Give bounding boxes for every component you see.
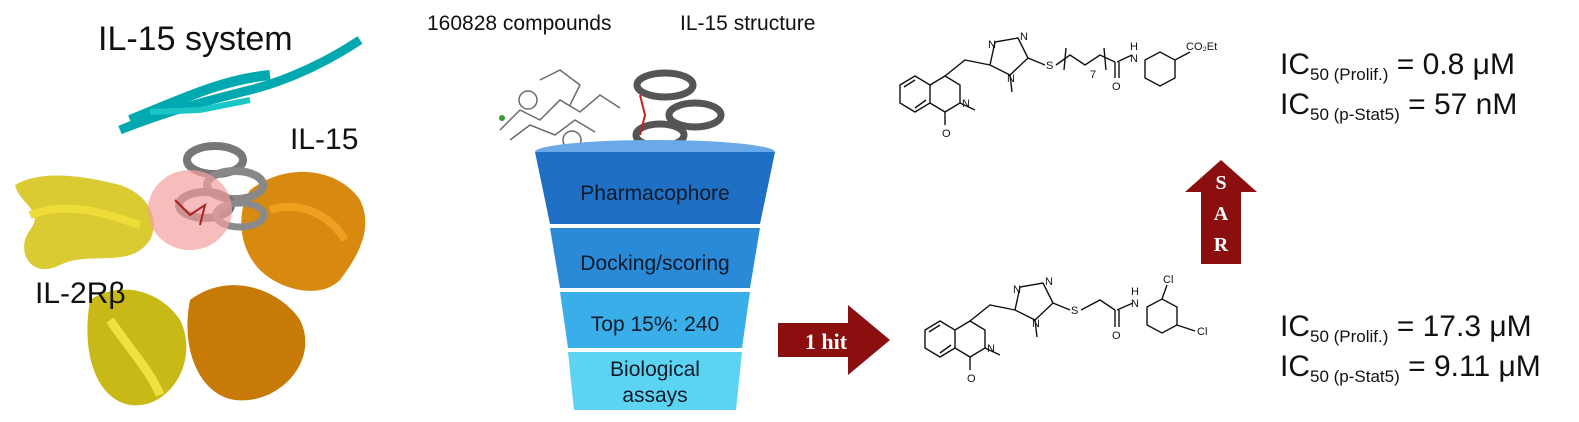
atom-n: N [1020,31,1028,43]
atom-n: N [987,343,995,355]
optimized-ic50-prolif: IC50 (Prolif.) = 0.8 μM [1280,48,1515,84]
hit-label: 1 hit [805,329,848,354]
compounds-label: 160828 compounds [427,12,612,35]
atom-n: N [1007,73,1015,85]
atom-o: O [1112,330,1121,342]
atom-n: N [1013,284,1021,296]
atom-n: N [962,98,970,110]
funnel-stage-assays [568,352,742,410]
ic-value: = 57 nM [1408,88,1518,121]
atom-n: N [988,39,996,51]
il15-label: IL-15 [290,123,359,156]
atom-h: H [1131,286,1139,298]
atom-o: O [942,128,951,140]
optimized-ic50-pstat: IC50 (p-Stat5) = 57 nM [1280,88,1518,124]
sar-arrow: S A R [1185,160,1257,264]
protein-system-title: IL-15 system [98,20,293,58]
funnel-stage-pharmacophore [535,152,775,224]
hit-compound-structure: O N N N N S O H N Cl Cl [924,274,1207,385]
sar-letter-r: R [1214,234,1229,256]
stage-label-assays-1: Biological [610,358,700,381]
chain-count: 7 [1090,69,1096,81]
atom-n: N [1032,318,1040,330]
optimized-compound-structure: O N N N N S 7 O H N CO₂Et [899,31,1217,140]
atom-h: H [1130,41,1138,53]
atom-n: N [1131,298,1139,310]
screening-funnel: Pharmacophore Docking/scoring Top 15%: 2… [535,140,775,410]
structure-label: IL-15 structure [680,12,816,35]
atom-n: N [1045,276,1053,288]
hit-arrow: 1 hit [778,305,890,375]
atom-s: S [1071,305,1078,317]
hit-substituent-cl-1: Cl [1163,274,1173,286]
funnel-stage-top [560,292,750,348]
ic-value: = 17.3 μM [1396,310,1532,343]
ic-prefix: IC [1280,350,1310,383]
sar-letter-a: A [1214,203,1229,225]
ic-prefix: IC [1280,88,1310,121]
ic-prefix: IC [1280,48,1310,81]
sar-letter-s: S [1215,172,1226,194]
il2rb-label: IL-2Rβ [35,277,126,310]
ic-sub: 50 (Prolif.) [1310,327,1389,346]
ic-sub: 50 (Prolif.) [1310,65,1389,84]
funnel-stage-docking [550,228,760,288]
atom-n: N [1130,53,1138,65]
stage-label-docking: Docking/scoring [580,252,729,275]
protein-structure-illustration [15,36,366,406]
ic-sub: 50 (p-Stat5) [1310,367,1400,386]
stage-label-assays-2: assays [622,384,687,407]
hit-substituent-cl-2: Cl [1197,326,1207,338]
ic-sub: 50 (p-Stat5) [1310,105,1400,124]
atom-s: S [1046,60,1053,72]
atom-o: O [967,373,976,385]
stage-label-pharmacophore: Pharmacophore [580,182,729,205]
hit-ic50-pstat: IC50 (p-Stat5) = 9.11 μM [1280,350,1541,386]
atom-o: O [1112,81,1121,93]
optimized-substituent: CO₂Et [1186,41,1217,53]
stage-label-top: Top 15%: 240 [591,313,719,336]
ic-value: = 0.8 μM [1396,48,1515,81]
ic-value: = 9.11 μM [1408,350,1541,383]
ic-prefix: IC [1280,310,1310,343]
hit-ic50-prolif: IC50 (Prolif.) = 17.3 μM [1280,310,1532,346]
